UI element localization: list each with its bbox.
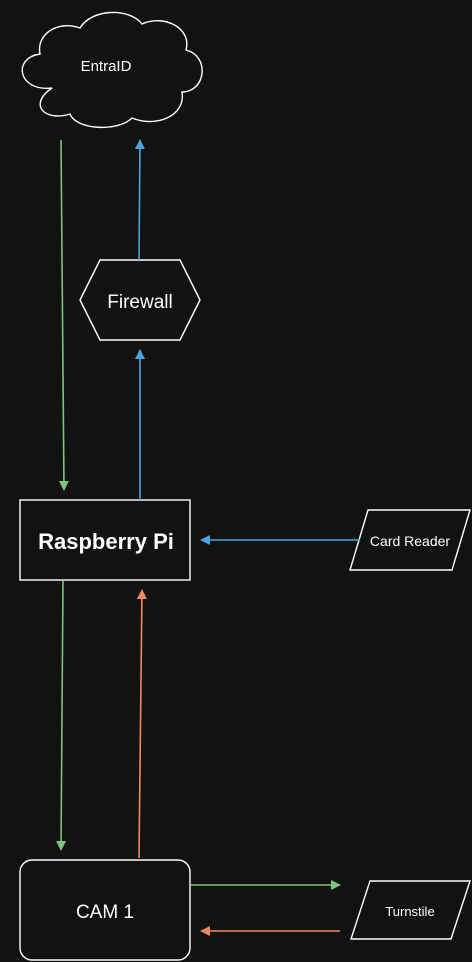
firewall-label: Firewall <box>107 292 172 313</box>
raspberry-pi-label: Raspberry Pi <box>38 529 174 554</box>
cam1-node[interactable]: CAM 1 <box>19 859 191 961</box>
hexagon-shape <box>79 259 201 341</box>
arrow-entraid-to-raspberry-pi <box>58 139 69 491</box>
parallelogram-shape <box>349 509 471 571</box>
raspberry-pi-node[interactable]: Raspberry Pi <box>19 499 191 581</box>
parallelogram-shape <box>350 880 471 940</box>
arrow-cam1-to-raspberry-pi <box>136 589 147 859</box>
card-reader-node[interactable]: Card Reader <box>349 509 471 571</box>
raspberry-pi-box <box>19 499 191 581</box>
arrow-raspberry-pi-to-cam1 <box>56 579 67 851</box>
cam1-box <box>19 859 191 961</box>
cam1-label: CAM 1 <box>76 902 134 923</box>
card-reader-label: Card Reader <box>370 533 450 549</box>
turnstile-node[interactable]: Turnstile <box>350 880 471 940</box>
cloud-icon <box>21 11 203 129</box>
arrow-firewall-to-entraid <box>134 139 145 261</box>
entraid-cloud-node[interactable]: EntraID <box>21 11 203 129</box>
turnstile-label: Turnstile <box>385 904 434 919</box>
entraid-label: EntraID <box>81 58 132 75</box>
firewall-node[interactable]: Firewall <box>79 259 201 341</box>
